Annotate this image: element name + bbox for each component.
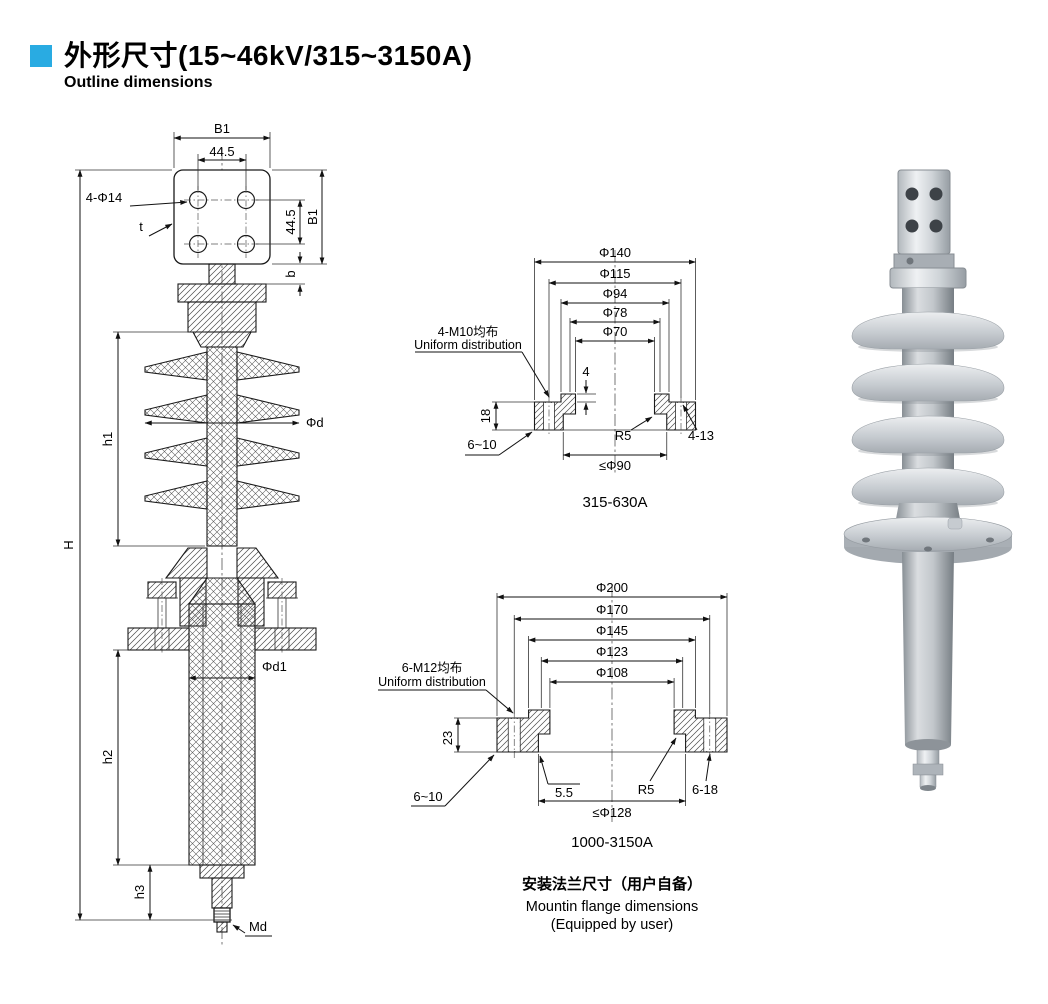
page-subtitle: Outline dimensions xyxy=(64,74,213,92)
base-plate-left xyxy=(127,627,190,651)
dim-phi108: Φ108 xyxy=(596,665,628,680)
dim-thickness-18: 18 xyxy=(478,409,493,423)
flange-large-bolt-holes xyxy=(507,712,717,758)
terminal-tab xyxy=(897,169,951,255)
product-photo xyxy=(843,169,1013,791)
terminal-tab-holes xyxy=(905,187,943,233)
dimension-lines-flange-large xyxy=(378,594,728,807)
dim-h1: h1 xyxy=(100,432,115,446)
footer-en-1: Mountin flange dimensions xyxy=(526,899,699,915)
callout-m10-zh: 4-M10均布 xyxy=(438,325,498,339)
dim-bolt-holes: 4-Φ14 xyxy=(86,190,122,205)
mounting-flange xyxy=(843,516,1013,564)
dim-phi145: Φ145 xyxy=(596,623,628,638)
dim-phi170: Φ170 xyxy=(596,602,628,617)
insulator-outline-drawing: B1 44.5 4-Φ14 t 44.5 B1 b Φd h1 H Φd1 h2… xyxy=(61,121,327,945)
lower-tube xyxy=(188,603,256,866)
flange-drawing-small: Φ140 Φ115 Φ94 Φ78 Φ70 4-M10均布 Uniform di… xyxy=(414,245,714,511)
dim-t: t xyxy=(139,219,143,234)
page-header: 外形尺寸(15~46kV/315~3150A) Outline dimensio… xyxy=(30,40,472,92)
dim-phi115: Φ115 xyxy=(599,266,630,281)
footer-en-2: (Equipped by user) xyxy=(551,917,674,933)
hole-centermarks xyxy=(184,186,260,258)
dim-range-610: 6~10 xyxy=(467,437,496,452)
dim-phi70: Φ70 xyxy=(603,324,628,339)
dim-holes-618: 6-18 xyxy=(692,782,718,797)
flange-small-caption: 315-630A xyxy=(582,494,647,511)
flange-drawing-large: Φ200 Φ170 Φ145 Φ123 Φ108 6-M12均布 Uniform… xyxy=(378,580,728,851)
dim-h2: h2 xyxy=(100,750,115,764)
bottom-stud-photo xyxy=(912,749,944,791)
dim-phi123: Φ123 xyxy=(596,644,628,659)
dim-r5-small: R5 xyxy=(615,428,632,443)
dim-range-610-large: 6~10 xyxy=(413,789,442,804)
top-fitting xyxy=(889,267,967,289)
dim-445-top: 44.5 xyxy=(209,144,234,159)
accent-square-icon xyxy=(30,45,52,67)
dim-b: b xyxy=(283,270,298,277)
dim-phi94: Φ94 xyxy=(603,286,628,301)
dim-phi200: Φ200 xyxy=(596,580,628,595)
dim-holes-413: 4-13 xyxy=(688,428,714,443)
callout-m12-en: Uniform distribution xyxy=(378,675,486,689)
dim-bore-90: ≤Φ90 xyxy=(599,458,631,473)
dim-phi78: Φ78 xyxy=(603,305,628,320)
base-plate-right xyxy=(254,627,317,651)
flange-large-section-right xyxy=(673,709,728,753)
terminal-block xyxy=(187,301,257,333)
terminal-neck xyxy=(208,263,236,285)
dim-h3: h3 xyxy=(132,885,147,899)
bottom-stud xyxy=(199,864,245,933)
dim-phi-d: Φd xyxy=(306,415,324,430)
footer-zh: 安装法兰尺寸（用户自备） xyxy=(522,875,702,893)
dim-phi140: Φ140 xyxy=(599,245,631,260)
flange-small-section-left xyxy=(533,393,577,431)
dim-h-total: H xyxy=(61,540,76,549)
extension-lines-flange-small xyxy=(492,258,696,460)
flange-large-caption: 1000-3150A xyxy=(571,834,653,851)
dim-lip-55: 5.5 xyxy=(555,785,573,800)
dim-boss-height: 4 xyxy=(582,364,589,379)
terminal-clamp xyxy=(893,253,955,269)
dim-r5-large: R5 xyxy=(638,782,655,797)
dimension-lines-left xyxy=(77,135,325,937)
terminal-block-lip xyxy=(177,283,267,303)
clamp-bolt xyxy=(906,257,914,265)
dim-b1-top: B1 xyxy=(214,121,230,136)
callout-m10-en: Uniform distribution xyxy=(414,338,522,352)
dim-bore-128: ≤Φ128 xyxy=(592,805,631,820)
sheds xyxy=(144,351,300,510)
page-title: 外形尺寸(15~46kV/315~3150A) xyxy=(64,40,473,71)
dim-phi-d1: Φd1 xyxy=(262,659,287,674)
dim-b1-right: B1 xyxy=(305,209,320,225)
extension-lines-flange-large xyxy=(454,593,728,806)
lower-tube-photo xyxy=(902,552,954,745)
top-cap xyxy=(192,331,252,348)
flange-large-section-left xyxy=(496,709,551,753)
dim-md: Md xyxy=(249,919,267,934)
insulator-core xyxy=(206,346,238,547)
callout-m12-zh: 6-M12均布 xyxy=(402,661,462,675)
dim-445-right: 44.5 xyxy=(283,209,298,234)
dim-thickness-23: 23 xyxy=(440,731,455,745)
top-terminal-plate xyxy=(173,169,271,265)
dimension-lines-flange-small xyxy=(415,259,698,458)
flange-small-section-right xyxy=(653,393,697,431)
tube-end xyxy=(905,739,951,751)
flange-footer-caption: 安装法兰尺寸（用户自备） Mountin flange dimensions (… xyxy=(522,875,702,933)
